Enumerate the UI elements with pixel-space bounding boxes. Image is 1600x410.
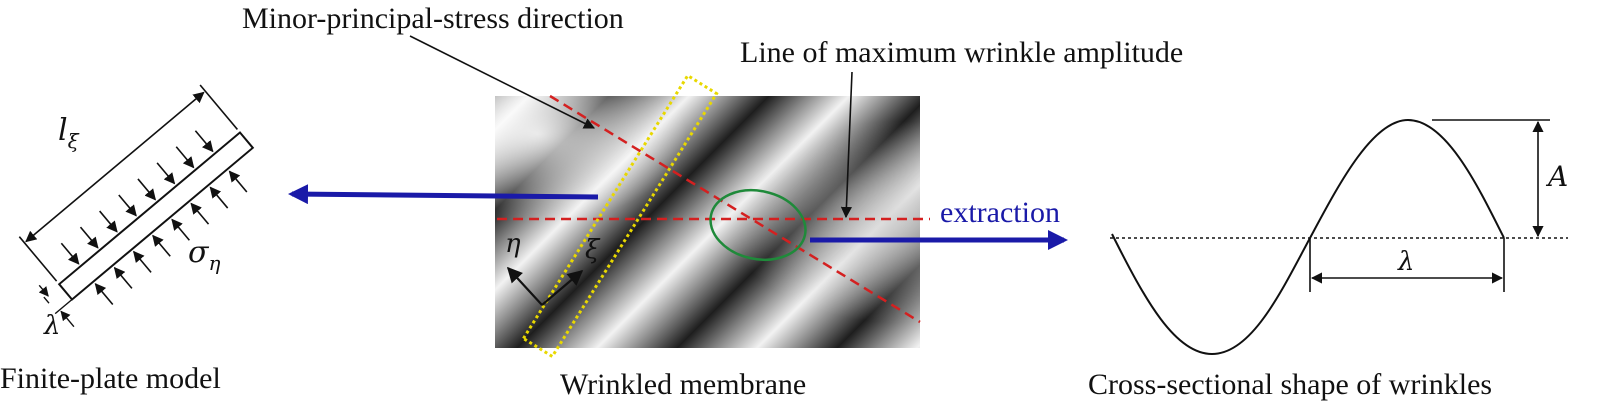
cross-section-caption: Cross-sectional shape of wrinkles [1088, 368, 1492, 401]
extraction-arrow-left [288, 184, 599, 205]
max-amplitude-label: Line of maximum wrinkle amplitude [740, 36, 1183, 69]
extraction-label: extraction [940, 196, 1060, 229]
minor-stress-label: Minor-principal-stress direction [242, 2, 624, 35]
xi-axis-label: ξ [585, 235, 601, 265]
membrane-caption: Wrinkled membrane [560, 368, 806, 401]
eta-axis-label: η [505, 229, 521, 259]
wrinkle-sine-curve [1111, 118, 1505, 356]
length-symbol: lξ [58, 113, 80, 153]
minor-stress-line [549, 94, 921, 324]
cross-wavelength-symbol: λ [1397, 247, 1414, 277]
length-dimension [18, 84, 239, 282]
finite-plate-caption: Finite-plate model [0, 362, 221, 395]
amplitude-symbol: A [1545, 160, 1568, 193]
plate-wavelength-symbol: λ [43, 311, 60, 341]
local-axes [506, 266, 584, 306]
plate-strip [57, 131, 255, 301]
finite-plate-model: lξ ση λ [18, 84, 255, 341]
cross-section-plot: λ A [1110, 118, 1568, 356]
amplitude-dimension [1432, 119, 1550, 238]
wrinkled-membrane: η ξ [495, 73, 930, 359]
minor-stress-leader [409, 35, 596, 129]
max-amplitude-leader [840, 71, 853, 219]
cross-wavelength-dimension [1309, 238, 1505, 292]
membrane-shade [495, 96, 920, 348]
stress-symbol: ση [188, 235, 220, 275]
max-amplitude-ellipse [709, 189, 807, 261]
width-dimension [38, 284, 75, 328]
